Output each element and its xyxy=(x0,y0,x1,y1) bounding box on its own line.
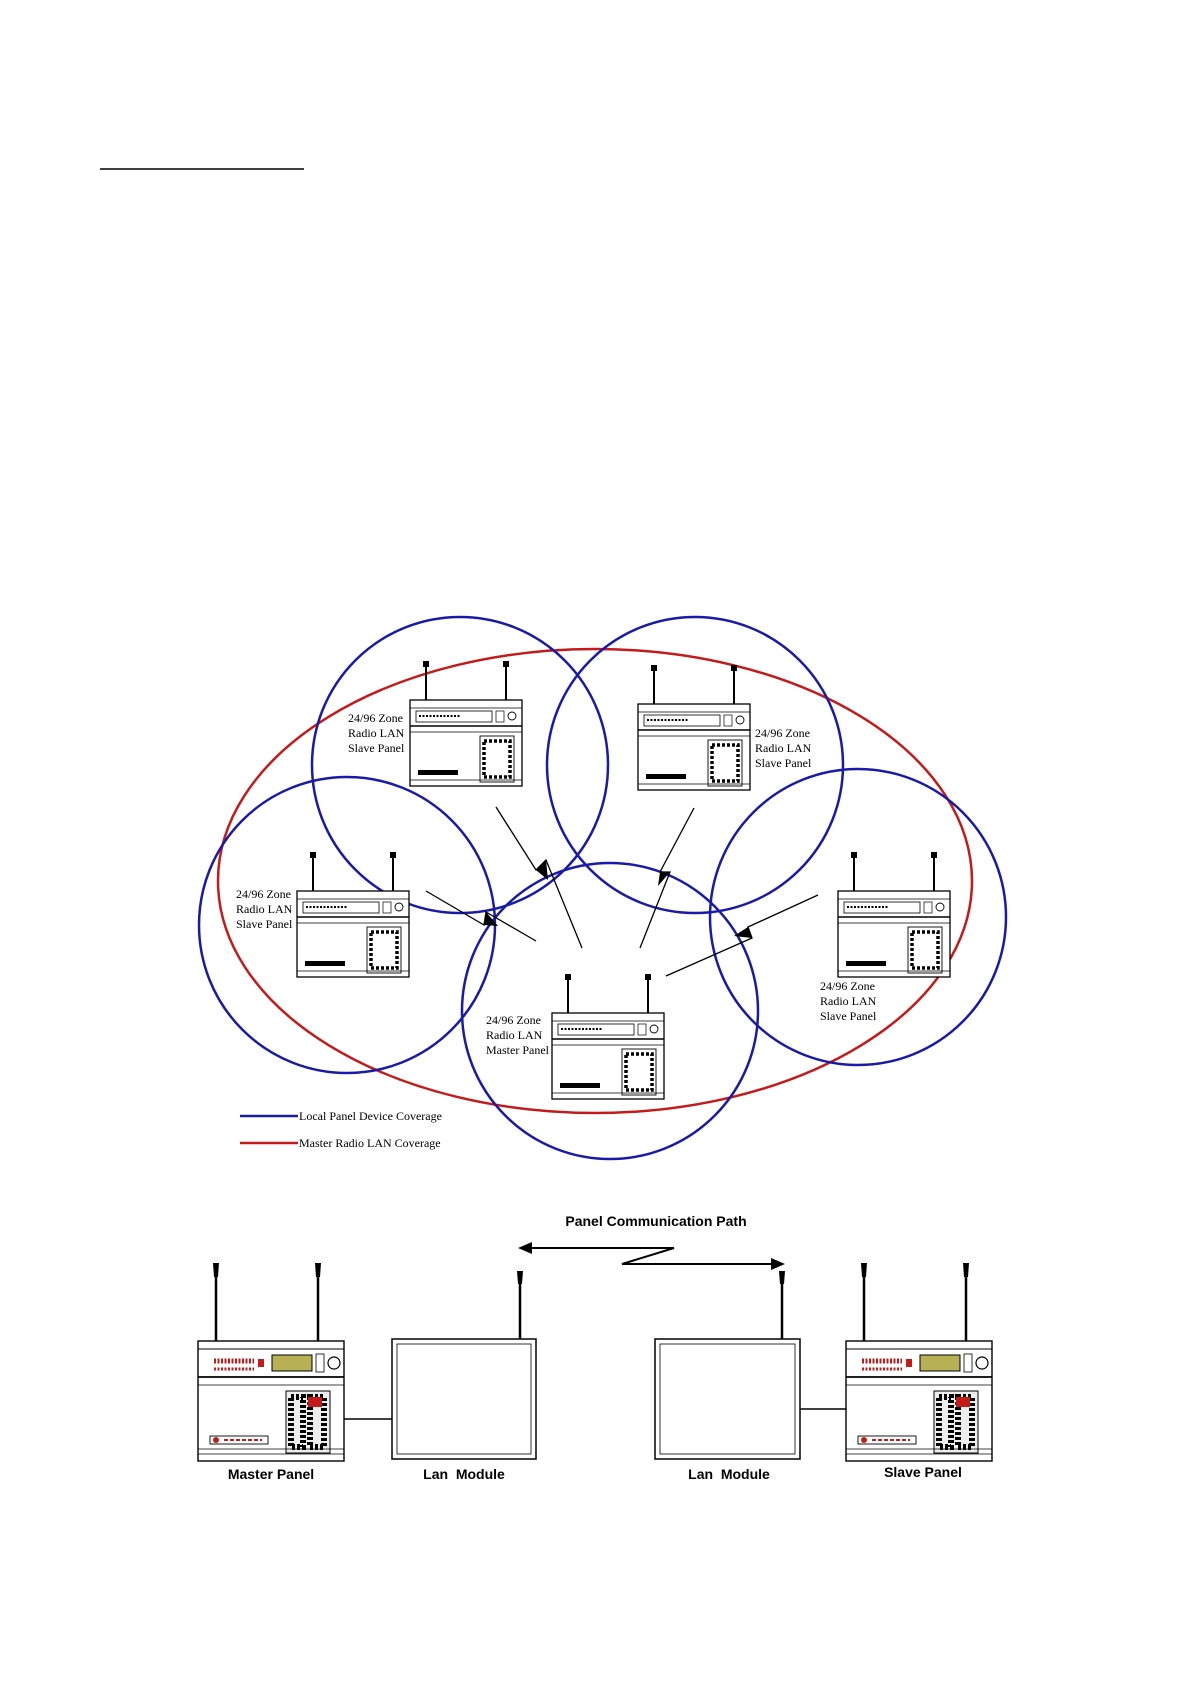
panel-slave-right xyxy=(838,852,950,977)
lan-module-left xyxy=(392,1339,536,1459)
comm-master-panel xyxy=(198,1263,344,1461)
radio-links xyxy=(426,807,818,976)
master-panel-label: Master Panel xyxy=(228,1466,314,1482)
legend-label-local: Local Panel Device Coverage xyxy=(299,1109,442,1123)
legend-label-master: Master Radio LAN Coverage xyxy=(299,1136,441,1150)
coverage-circle-master xyxy=(462,863,758,1159)
slave-panel-label: Slave Panel xyxy=(884,1464,962,1480)
panel-slave-top-right xyxy=(638,665,750,790)
comm-path-arrowheads xyxy=(518,1242,785,1270)
label-master: 24/96 Zone Radio LAN Master Panel xyxy=(486,1013,550,1057)
panel-slave-top-left xyxy=(410,661,522,786)
comm-title: Panel Communication Path xyxy=(565,1213,746,1229)
label-slave-right: 24/96 Zone Radio LAN Slave Panel xyxy=(820,979,879,1023)
panel-slave-left xyxy=(297,852,409,977)
comm-slave-panel xyxy=(846,1263,992,1461)
lan-module-right xyxy=(655,1339,800,1459)
lan-module-left-label: Lan Module xyxy=(423,1466,505,1482)
link-top-right xyxy=(640,808,694,948)
link-top-left xyxy=(496,807,582,948)
comm-path-arrow xyxy=(520,1248,783,1264)
label-slave-top-right: 24/96 Zone Radio LAN Slave Panel xyxy=(755,726,814,770)
label-slave-top-left: 24/96 Zone Radio LAN Slave Panel xyxy=(348,711,407,755)
link-left xyxy=(426,891,536,941)
label-slave-left: 24/96 Zone Radio LAN Slave Panel xyxy=(236,887,295,931)
panel-master xyxy=(552,974,664,1099)
lan-module-right-label: Lan Module xyxy=(688,1466,770,1482)
